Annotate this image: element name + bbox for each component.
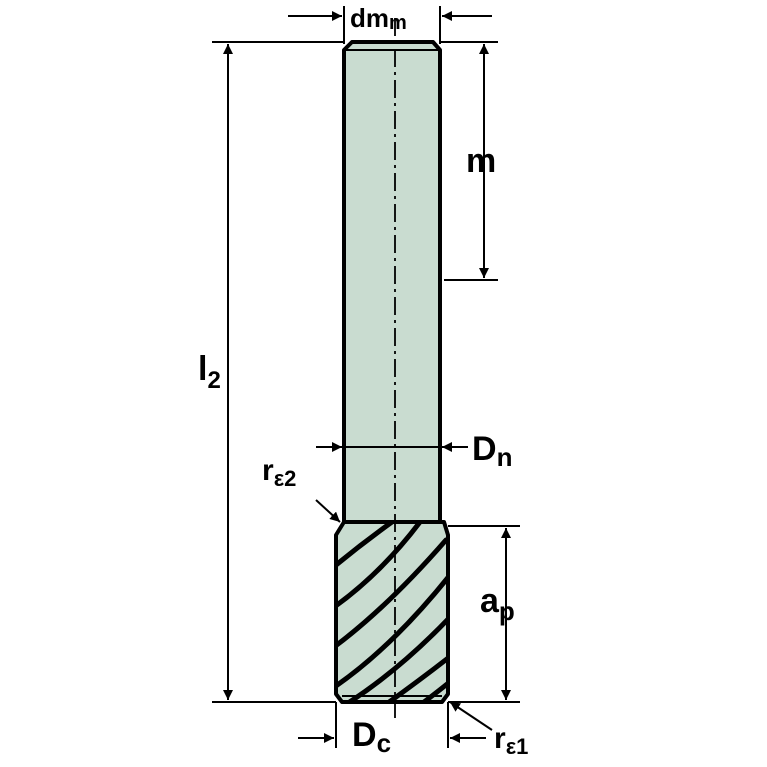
dim-dc (298, 702, 486, 748)
dim-dmm (288, 6, 492, 44)
label-m: m (466, 142, 496, 180)
label-re2: rε2 (262, 454, 296, 491)
label-dc: Dc (352, 716, 391, 758)
dim-l2 (212, 41, 344, 703)
helical-flutes (336, 522, 448, 702)
label-re1: rε1 (494, 722, 528, 759)
leader-re2 (315, 499, 341, 523)
leader-re1 (449, 701, 493, 731)
tool-shank (342, 40, 442, 524)
label-l2: l2 (198, 350, 221, 394)
dim-m (440, 41, 498, 281)
label-ap: ap (480, 582, 515, 626)
label-dn: Dn (472, 430, 512, 472)
label-dmm: dmm (350, 3, 407, 34)
